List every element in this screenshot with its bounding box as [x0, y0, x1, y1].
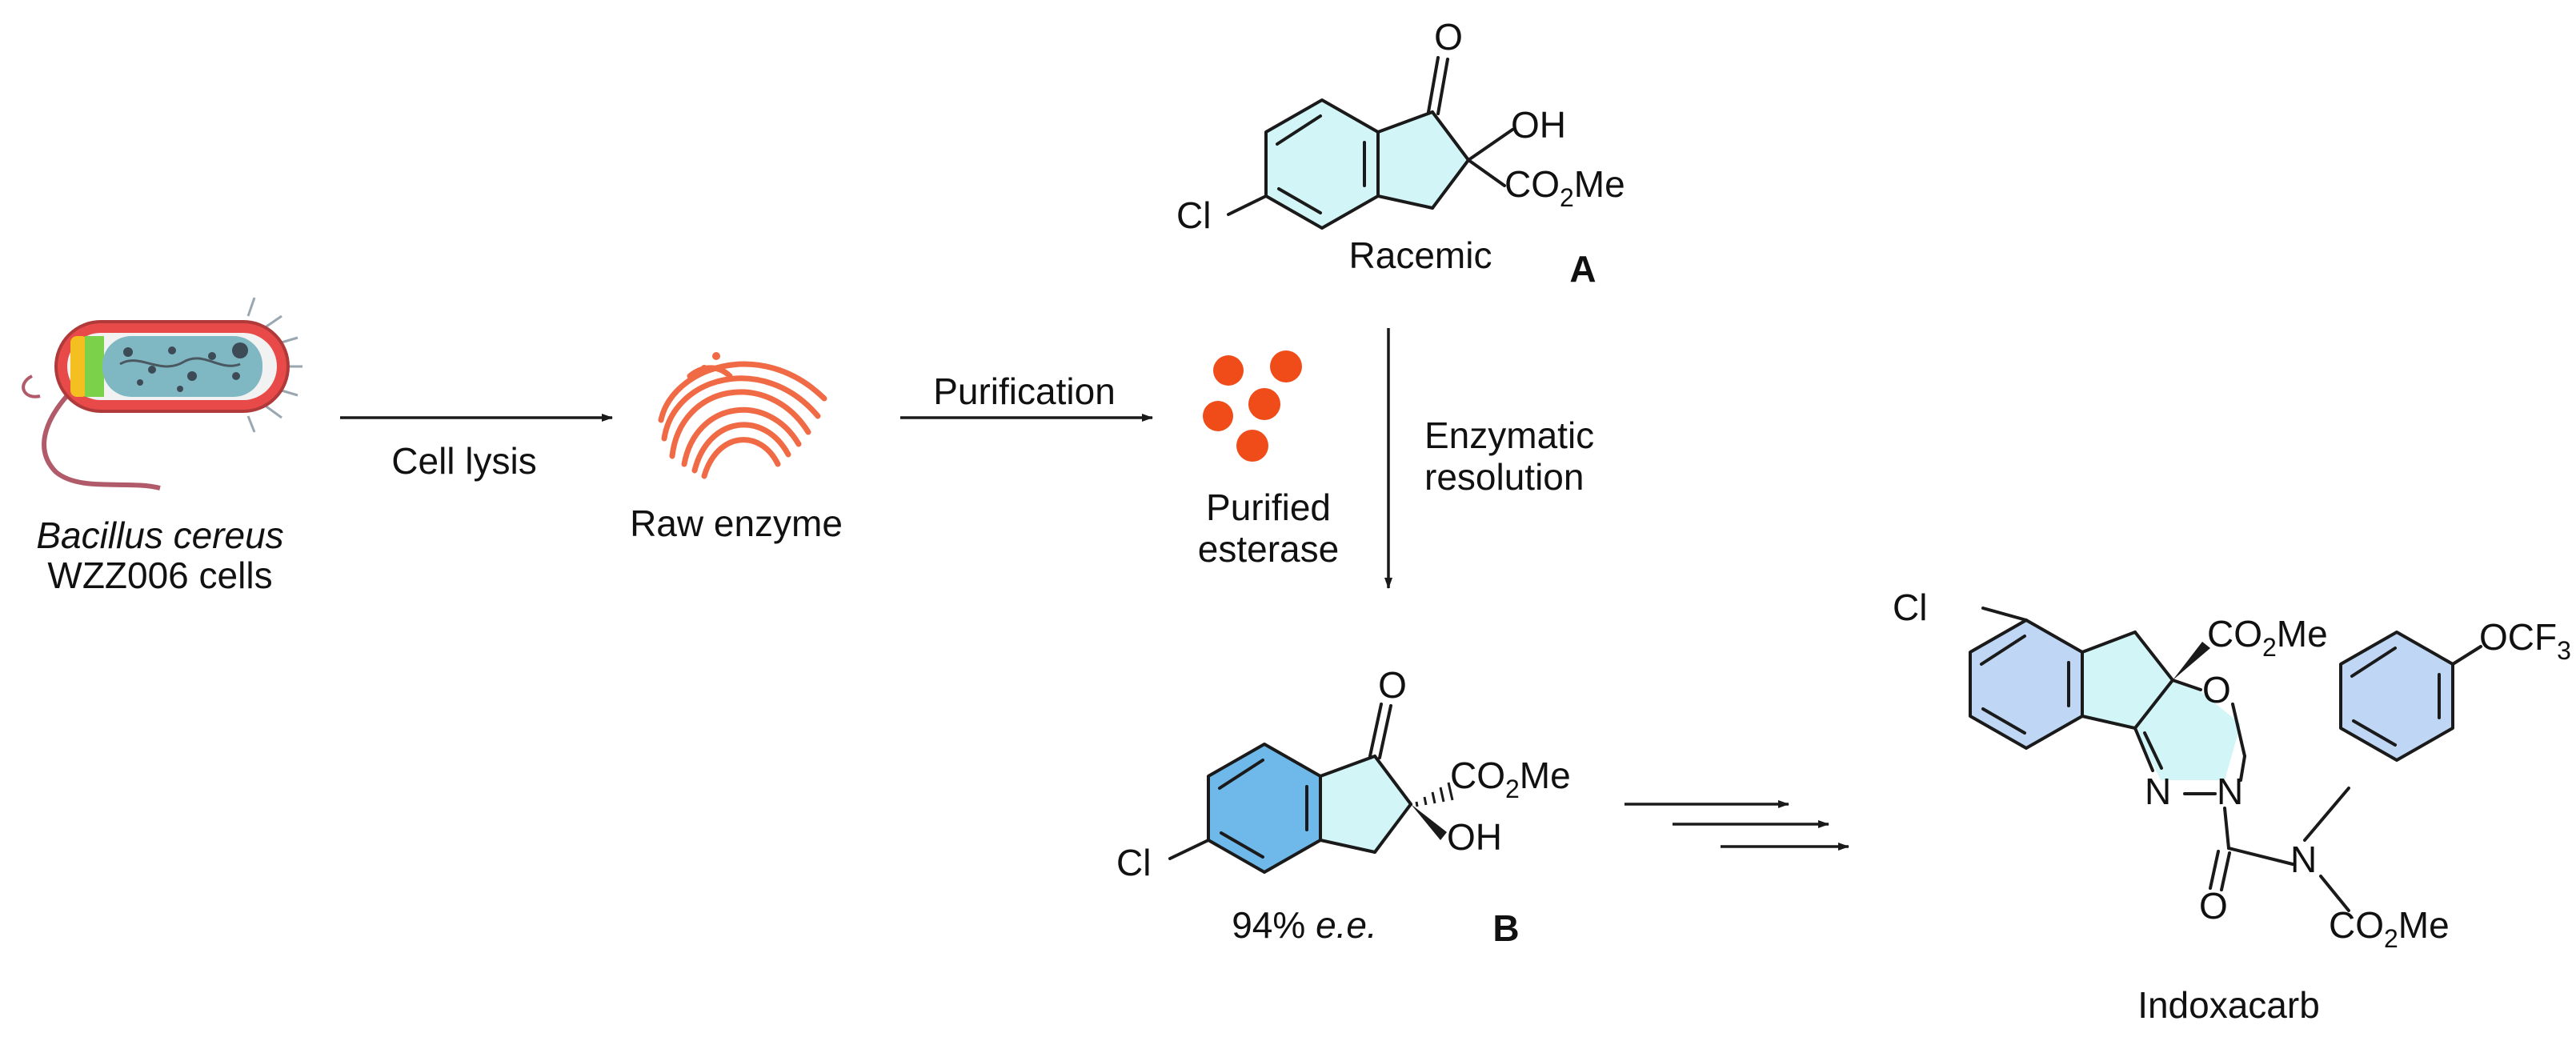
- indoxacarb-ester: CO2Me: [2207, 613, 2328, 662]
- indoxacarb-ocf3: OCF3: [2479, 616, 2571, 665]
- compound-a-cl: Cl: [1176, 194, 1211, 236]
- raw-enzyme-label: Raw enzyme: [630, 502, 843, 544]
- indoxacarb-n2: N: [2217, 771, 2243, 812]
- purification-label: Purification: [933, 370, 1116, 412]
- compound-b-structure: [1168, 703, 1454, 874]
- compound-b-ketone-o: O: [1378, 664, 1407, 706]
- indoxacarb-cl: Cl: [1893, 587, 1927, 628]
- flagellum-icon: [42, 390, 161, 490]
- compound-b-ester: CO2Me: [1450, 755, 1571, 803]
- compound-a-label: A: [1569, 248, 1596, 290]
- indoxacarb-n3: N: [2290, 839, 2317, 880]
- indoxacarb-carbonyl-o: O: [2199, 885, 2228, 927]
- compound-a-ester: CO2Me: [1504, 163, 1625, 212]
- raw-enzyme-icon: [658, 352, 827, 479]
- cell-lysis-label: Cell lysis: [391, 440, 536, 482]
- indoxacarb-ring-o: O: [2202, 669, 2231, 711]
- bacterium-icon: [22, 297, 302, 490]
- compound-a-caption: Racemic: [1349, 234, 1492, 276]
- compound-b-ee: 94% e.e.: [1232, 904, 1377, 946]
- indoxacarb-n1: N: [2145, 771, 2171, 812]
- indoxacarb-name: Indoxacarb: [2137, 984, 2320, 1026]
- compound-a-structure: [1227, 56, 1514, 230]
- enzymatic-resolution-label-2: resolution: [1424, 456, 1584, 498]
- indoxacarb-structure: [1969, 607, 2482, 912]
- multistep-arrows: [1625, 800, 1849, 851]
- purified-esterase-label-1: Purified: [1206, 486, 1331, 528]
- enzymatic-resolution-label-1: Enzymatic: [1424, 414, 1594, 456]
- organism-strain: WZZ006 cells: [47, 555, 272, 596]
- flagellum-icon: [22, 374, 41, 398]
- compound-a-ketone-o: O: [1434, 16, 1463, 58]
- indoxacarb-carbamate: CO2Me: [2329, 904, 2450, 953]
- purified-esterase-label-2: esterase: [1198, 528, 1339, 570]
- compound-b-oh: OH: [1447, 816, 1502, 858]
- organism-name: Bacillus cereus: [36, 514, 283, 556]
- compound-b-label: B: [1492, 907, 1519, 949]
- purified-esterase-icon: [1203, 350, 1302, 462]
- compound-a-oh: OH: [1511, 104, 1566, 146]
- compound-b-cl: Cl: [1116, 842, 1151, 883]
